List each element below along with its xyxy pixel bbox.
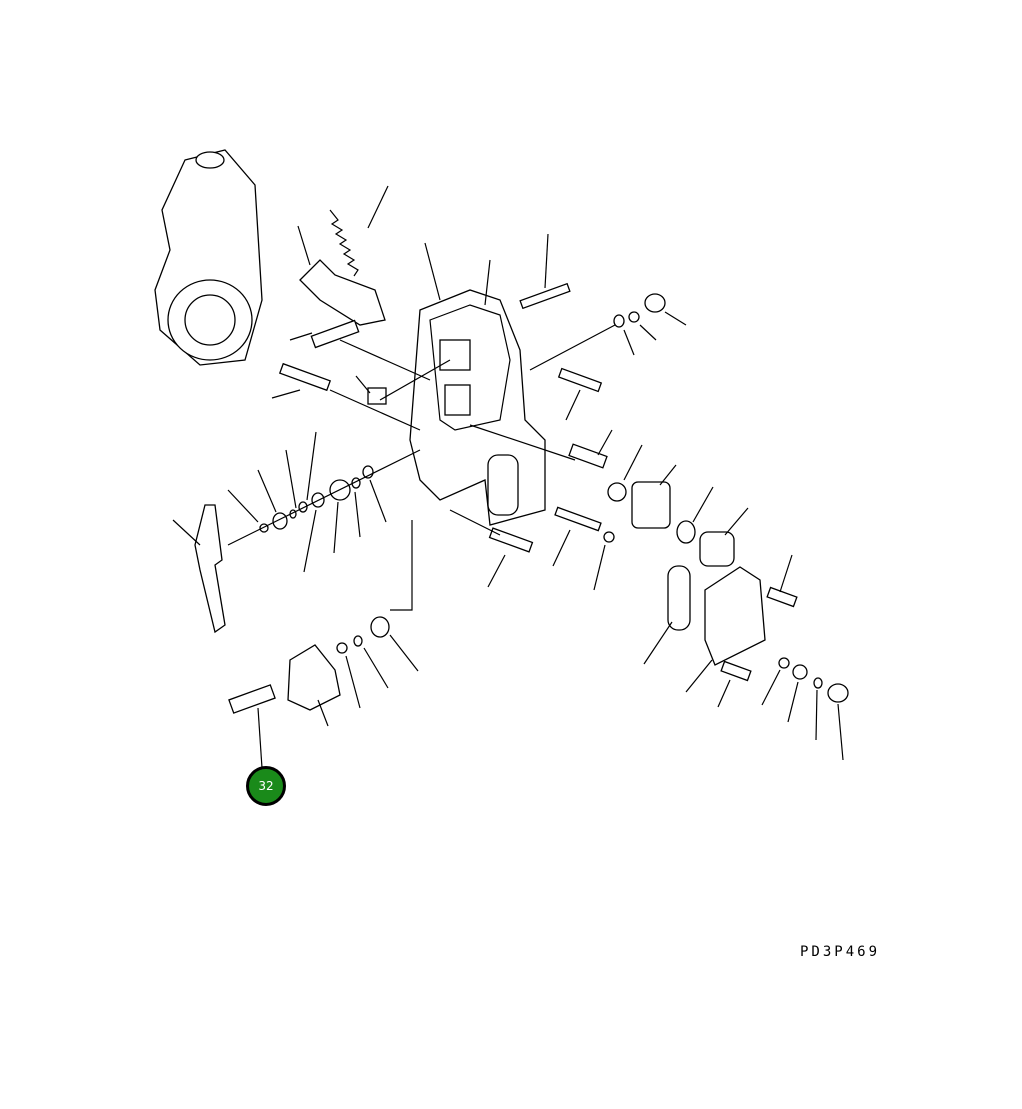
bolt — [278, 362, 332, 392]
bolt — [310, 319, 360, 349]
leader-line — [565, 389, 581, 421]
washer — [353, 635, 363, 647]
leader-line — [289, 332, 313, 341]
leader-line — [271, 389, 301, 399]
bolt — [720, 660, 752, 682]
bolts — [228, 282, 798, 714]
leader-line — [623, 329, 635, 356]
leader-line — [724, 507, 749, 536]
leader-line — [664, 311, 687, 326]
leader-line — [717, 679, 731, 708]
leader-line — [285, 449, 297, 509]
bushing — [631, 481, 671, 529]
bolt — [519, 282, 571, 310]
washer — [778, 657, 790, 669]
leader-line — [761, 669, 781, 706]
leader-line — [593, 544, 606, 591]
end-cover — [704, 566, 766, 666]
washer — [336, 642, 348, 654]
leader-line — [367, 185, 389, 229]
rear-housing — [154, 149, 263, 366]
washer — [644, 293, 666, 313]
gasket — [667, 565, 691, 631]
leader-line — [487, 554, 506, 588]
drawing-code: PD3P469 — [800, 944, 881, 960]
washer — [792, 664, 808, 680]
leader-line — [389, 634, 419, 672]
leader-line — [355, 375, 371, 394]
leader-line — [424, 242, 441, 301]
control-lever — [194, 504, 226, 634]
leader-line — [172, 519, 201, 546]
leader-line — [303, 509, 317, 573]
leader-line — [692, 486, 714, 523]
leader-line — [639, 324, 657, 341]
bolt — [228, 684, 276, 714]
washer — [613, 314, 625, 328]
bolt — [557, 367, 603, 393]
leader-line — [306, 431, 317, 501]
cap — [699, 531, 735, 567]
leader-line — [815, 689, 818, 741]
spring — [329, 209, 359, 277]
leader-line — [779, 554, 793, 593]
leader-line — [623, 444, 643, 481]
leader-line — [227, 489, 259, 523]
bolt — [766, 586, 798, 608]
washer — [676, 520, 696, 544]
washer — [370, 616, 390, 638]
leader-line — [544, 233, 549, 289]
bolt — [568, 443, 608, 469]
governor-housing — [409, 289, 546, 526]
washer — [603, 531, 615, 543]
leader-line — [363, 647, 389, 689]
leader-line — [484, 259, 491, 306]
leader-line — [837, 703, 844, 761]
leader-line — [317, 699, 329, 727]
leader-line — [552, 529, 571, 567]
bolt — [554, 506, 602, 532]
leader-lines — [172, 185, 844, 769]
leader-line — [257, 469, 277, 513]
washer — [813, 677, 823, 689]
lever — [299, 259, 386, 326]
washer — [272, 512, 288, 530]
leader-line — [369, 479, 387, 523]
bolt — [488, 527, 534, 553]
washer — [628, 311, 640, 323]
leader-line — [297, 225, 311, 266]
leader-line — [643, 621, 673, 665]
leader-line — [345, 655, 361, 709]
leader-line — [333, 501, 339, 554]
leader-line — [597, 429, 613, 456]
leader-line — [257, 707, 263, 769]
washer — [827, 683, 849, 703]
lever-plate — [287, 644, 341, 711]
leader-line — [787, 681, 799, 723]
assembly-lines — [227, 324, 616, 611]
washer — [607, 482, 627, 502]
leader-line — [685, 659, 713, 693]
leader-line — [659, 464, 677, 486]
callout-badge-32[interactable]: 32 — [246, 766, 286, 806]
leader-line — [354, 491, 361, 538]
bolt — [367, 387, 387, 405]
